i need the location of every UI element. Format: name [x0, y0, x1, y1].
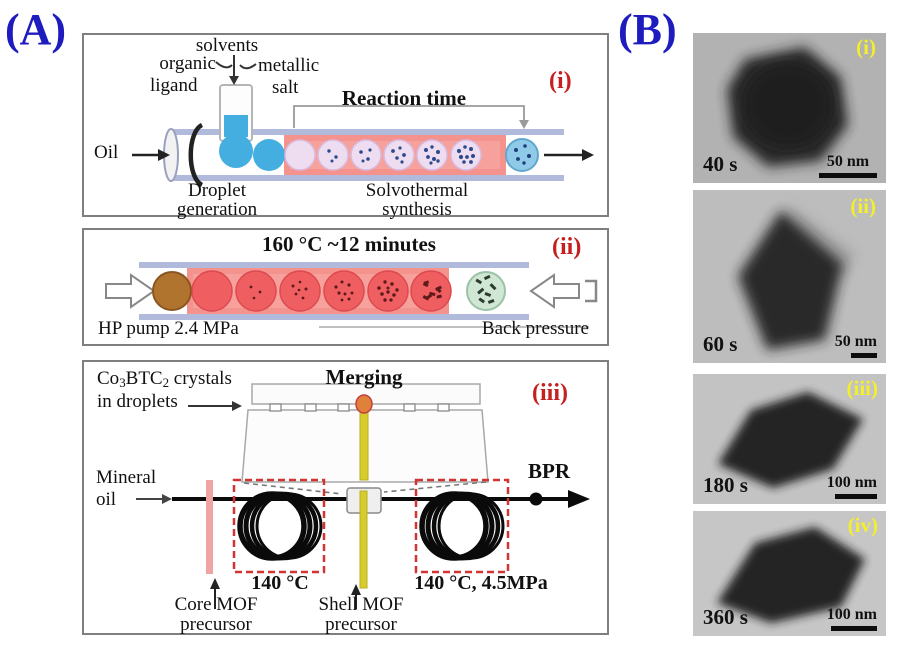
nanoparticle-blob	[718, 392, 863, 488]
label-temp-right: 140 °C, 4.5MPa	[414, 572, 548, 594]
tem-image-60s: (ii) 60 s 50 nm	[693, 190, 886, 363]
label-solvothermal-2: synthesis	[382, 199, 452, 220]
tem-image-40s: (i) 40 s 50 nm	[693, 33, 886, 183]
label-back-pressure: Back pressure	[481, 318, 589, 339]
tem-time-iv: 360 s	[703, 605, 748, 629]
label-core-mof-2: precursor	[180, 614, 252, 635]
coil-reactor-2	[414, 478, 510, 574]
crystal-specks	[327, 145, 475, 165]
panel-a-box-i: solvents organic ligand metallic salt Oi…	[82, 33, 609, 220]
red-droplets	[191, 270, 452, 312]
callout-dashes	[243, 481, 487, 495]
droplet-generation-diagram	[132, 55, 594, 188]
back-pressure-bracket	[585, 279, 598, 303]
reaction-time-bracket	[293, 105, 529, 129]
tem-time-ii: 60 s	[703, 332, 738, 356]
label-solvents: solvents	[195, 35, 259, 56]
scale-bar	[851, 353, 877, 358]
bpr-dot	[529, 492, 543, 506]
back-pressure-block-arrow	[529, 273, 580, 309]
crystals-arrow	[188, 401, 242, 411]
label-shell-mof-2: precursor	[325, 614, 397, 635]
merging-chip	[241, 383, 489, 483]
label-temp-time: 160 °C ~12 minutes	[262, 232, 436, 256]
core-shell-reactor-diagram	[136, 383, 590, 609]
tem-tag-iii: (iii)	[846, 376, 879, 400]
tem-tag-iv: (iv)	[847, 513, 878, 537]
label-organic: organic	[159, 53, 216, 74]
coil-reactor-1	[232, 478, 326, 574]
subpanel-tag-i: (i)	[549, 68, 572, 94]
label-crystals-line1: Co3BTC2 crystals	[97, 368, 232, 391]
label-oil: Oil	[94, 142, 119, 163]
tem-tag-ii: (ii)	[850, 194, 876, 218]
label-oil-2: oil	[96, 489, 117, 510]
tem-micrograph-ii	[693, 190, 886, 363]
inlet-tube	[219, 84, 253, 168]
label-droplet-generation-2: generation	[176, 199, 258, 220]
shell-precursor-line	[359, 490, 368, 589]
subpanel-tag-iii: (iii)	[532, 380, 568, 406]
label-droplet-generation-1: Droplet	[187, 180, 247, 201]
nanoparticle-blob	[738, 210, 843, 350]
inlet-block-arrow	[105, 273, 156, 309]
tem-micrograph-iv	[693, 511, 886, 636]
label-merging: Merging	[325, 365, 403, 389]
label-bpr: BPR	[528, 459, 570, 483]
tem-micrograph-iii	[693, 374, 886, 504]
label-solvothermal-1: Solvothermal	[365, 180, 469, 201]
panel-a-box-ii: 160 °C ~12 minutes HP pump 2.4 MPa Back …	[82, 228, 609, 346]
scale-label: 100 nm	[826, 606, 877, 623]
nanoparticle-blob	[717, 527, 865, 623]
label-mineral: Mineral	[96, 467, 157, 488]
scale-bar	[819, 173, 877, 178]
scale-label: 50 nm	[834, 333, 877, 350]
scale-label: 100 nm	[826, 474, 877, 491]
tem-scalebar-ii: 50 nm	[835, 334, 877, 358]
tem-time-i: 40 s	[703, 152, 738, 176]
label-core-mof-1: Core MOF	[174, 594, 258, 615]
subpanel-tag-ii: (ii)	[552, 234, 582, 260]
tem-image-360s: (iv) 360 s 100 nm	[693, 511, 886, 636]
heated-droplets	[284, 139, 482, 171]
label-reaction-time: Reaction time	[341, 86, 467, 110]
panel-b-label: (B)	[618, 5, 677, 54]
label-hp-pump: HP pump 2.4 MPa	[98, 318, 239, 339]
scale-bar	[831, 626, 877, 631]
mineral-oil-arrow	[136, 494, 172, 504]
blue-droplet	[253, 139, 285, 171]
brown-droplet	[152, 271, 192, 311]
label-ligand: ligand	[150, 75, 198, 96]
label-temp-left: 140 °C	[251, 572, 309, 594]
scale-bar	[835, 494, 877, 499]
panel-a-label: (A)	[5, 5, 67, 54]
label-arrows	[210, 578, 361, 609]
outlet-arrow	[544, 149, 594, 161]
tem-image-180s: (iii) 180 s 100 nm	[693, 374, 886, 504]
merging-droplet	[355, 394, 373, 414]
core-precursor-line	[206, 480, 213, 574]
solvents-arrow	[215, 55, 257, 85]
label-salt: salt	[272, 77, 299, 98]
scale-label: 50 nm	[826, 153, 870, 170]
label-shell-mof-1: Shell MOF	[318, 594, 404, 615]
exit-droplet	[505, 138, 539, 172]
tem-scalebar-iv: 100 nm	[827, 607, 877, 631]
label-metallic: metallic	[258, 55, 320, 76]
tem-micrograph-i	[693, 33, 886, 183]
tem-scalebar-iii: 100 nm	[827, 475, 877, 499]
tem-time-iii: 180 s	[703, 473, 748, 497]
tem-scalebar-i: 50 nm	[819, 154, 877, 178]
oil-arrow	[132, 149, 170, 161]
panel-a-box-iii: Co3BTC2 crystals in droplets Merging (ii…	[82, 360, 609, 635]
green-droplet	[466, 271, 506, 311]
red-droplet-specks	[249, 280, 443, 302]
solvothermal-tube-diagram	[105, 262, 598, 328]
tem-tag-i: (i)	[856, 35, 876, 59]
label-crystals-line2: in droplets	[97, 391, 178, 412]
